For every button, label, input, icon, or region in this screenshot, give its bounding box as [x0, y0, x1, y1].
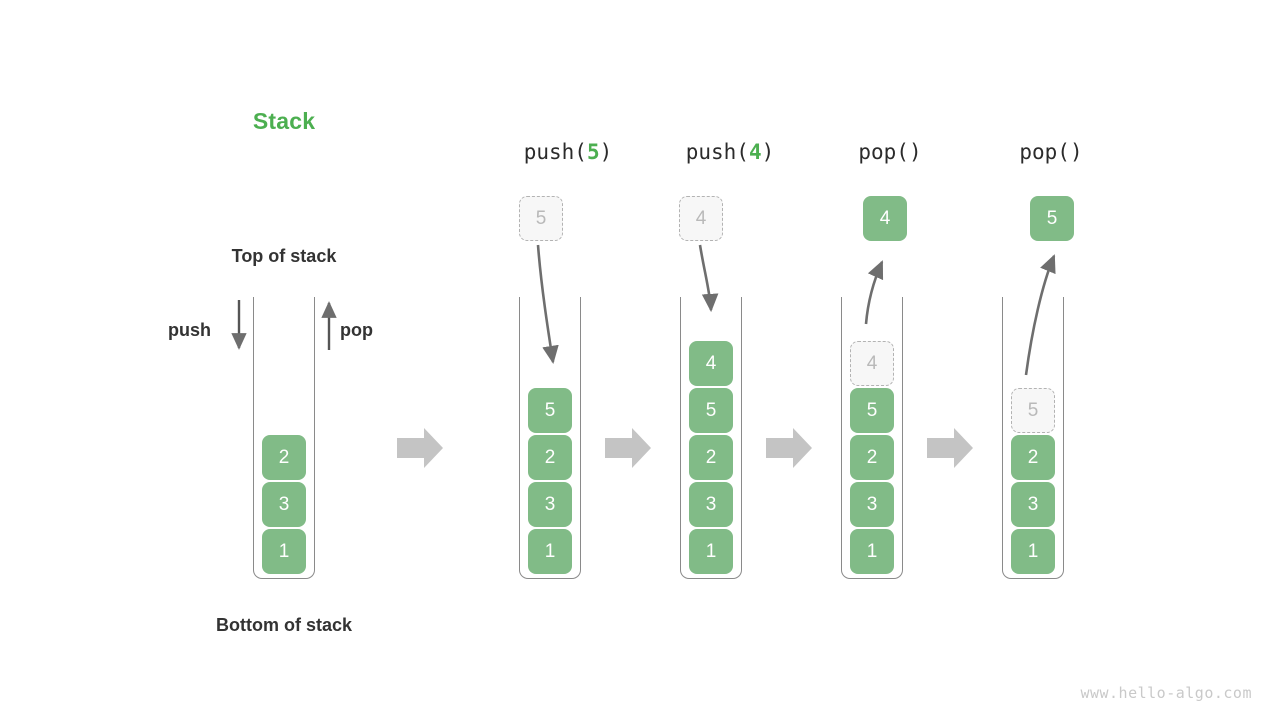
stack-cell: 5 — [850, 388, 894, 433]
op-close-paren: ) — [761, 140, 775, 164]
transition-arrow-2 — [605, 428, 651, 468]
push-label: push — [168, 320, 211, 340]
stack-cell-ghost: 4 — [850, 341, 894, 386]
op-name: push( — [523, 140, 587, 164]
op-name: push( — [685, 140, 749, 164]
op-header-pop-1: pop() — [810, 140, 970, 164]
stack-cell: 1 — [1011, 529, 1055, 574]
op-argument: 5 — [586, 140, 600, 164]
stack-cell: 2 — [1011, 435, 1055, 480]
stack-cell: 3 — [262, 482, 306, 527]
page-title: Stack — [252, 108, 316, 134]
op-header-push-5: push(5) — [488, 140, 648, 164]
op-close-paren: ) — [599, 140, 613, 164]
bottom-of-stack-label: Bottom of stack — [215, 615, 352, 635]
op-header-push-4: push(4) — [650, 140, 810, 164]
op-argument: 4 — [748, 140, 762, 164]
transition-arrow-1 — [397, 428, 443, 468]
stack-cell: 3 — [689, 482, 733, 527]
stack-cell-ghost: 5 — [1011, 388, 1055, 433]
stack-cell: 3 — [850, 482, 894, 527]
floating-cell-pop-4: 4 — [863, 196, 907, 241]
stack-cell: 4 — [689, 341, 733, 386]
op-header-pop-2: pop() — [971, 140, 1131, 164]
stack-cell: 3 — [1011, 482, 1055, 527]
stack-cell: 1 — [850, 529, 894, 574]
transition-arrow-3 — [766, 428, 812, 468]
floating-cell-push-5: 5 — [519, 196, 563, 241]
op-close-paren: ) — [908, 140, 922, 164]
op-name: pop( — [1019, 140, 1070, 164]
stack-cell: 1 — [689, 529, 733, 574]
stack-cell: 2 — [689, 435, 733, 480]
stack-cell: 5 — [689, 388, 733, 433]
stack-cell: 2 — [262, 435, 306, 480]
top-of-stack-label: Top of stack — [231, 246, 337, 266]
stack-cell: 1 — [528, 529, 572, 574]
watermark: www.hello-algo.com — [1080, 684, 1252, 702]
pop-label: pop — [340, 320, 373, 340]
stack-cell: 2 — [528, 435, 572, 480]
op-close-paren: ) — [1069, 140, 1083, 164]
op-name: pop( — [858, 140, 909, 164]
transition-arrow-4 — [927, 428, 973, 468]
stack-cell: 3 — [528, 482, 572, 527]
floating-cell-pop-5: 5 — [1030, 196, 1074, 241]
stack-cell: 2 — [850, 435, 894, 480]
floating-cell-push-4: 4 — [679, 196, 723, 241]
stack-cell: 5 — [528, 388, 572, 433]
stack-cell: 1 — [262, 529, 306, 574]
